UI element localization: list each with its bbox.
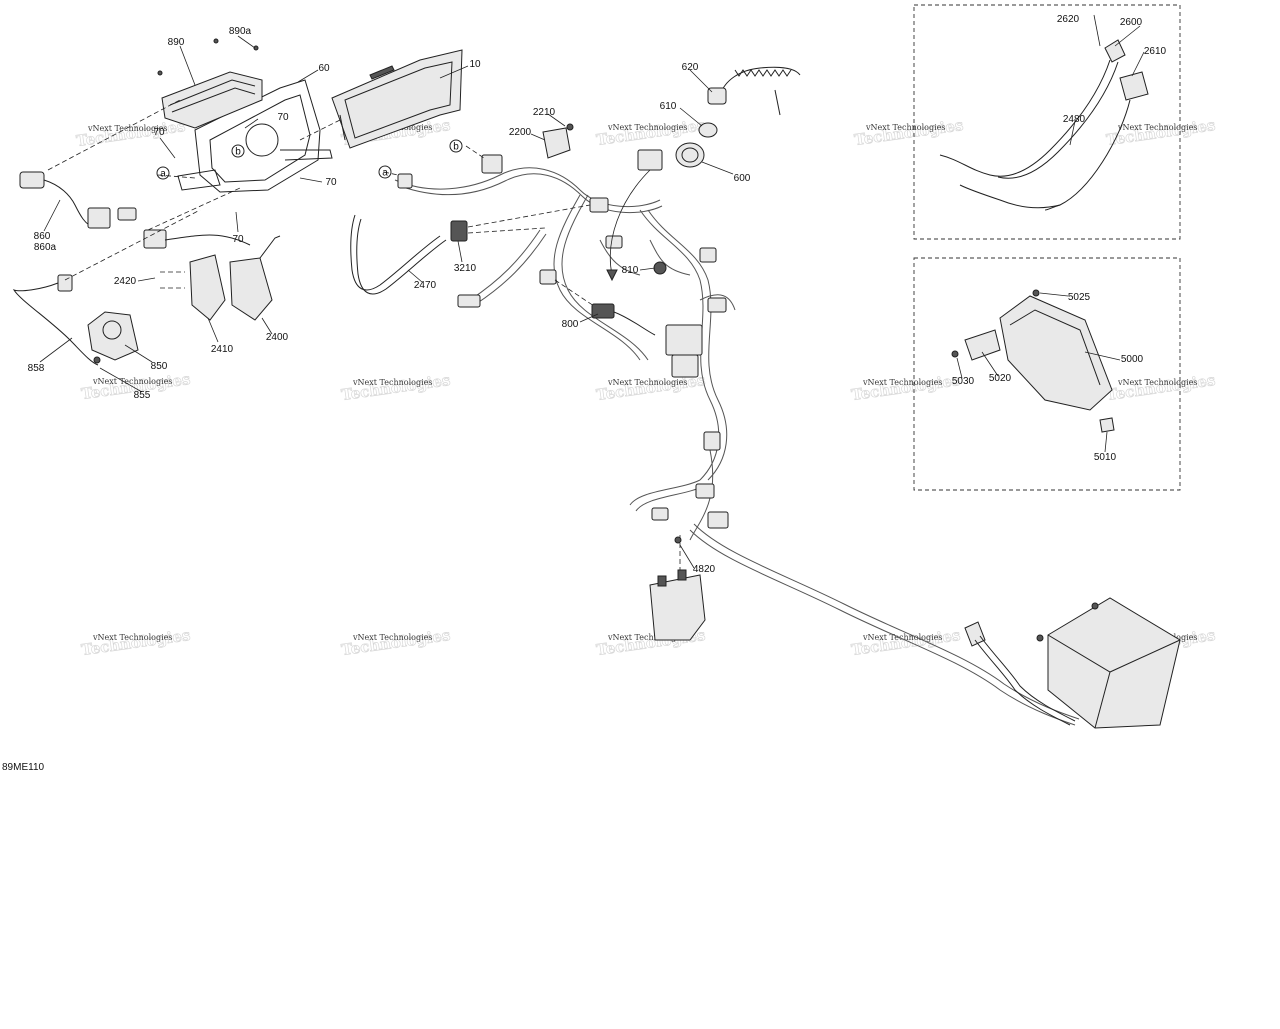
svg-text:Technologies: Technologies — [80, 626, 191, 659]
callout-855: 855 — [134, 390, 151, 401]
svg-text:Technologies: Technologies — [340, 626, 451, 659]
svg-text:Technologies: Technologies — [850, 626, 961, 659]
callout-10: 10 — [469, 59, 481, 70]
drawing-code: 89ME110 — [2, 762, 45, 773]
cluster-housing-part — [177, 79, 333, 193]
callout-5025: 5025 — [1068, 292, 1091, 303]
svg-text:vNext Technologies: vNext Technologies — [92, 633, 172, 642]
svg-text:vNext Technologies: vNext Technologies — [1117, 123, 1197, 132]
callout-70: 70 — [277, 112, 289, 123]
svg-text:Technologies: Technologies — [853, 116, 964, 149]
svg-text:vNext Technologies: vNext Technologies — [607, 633, 687, 642]
callout-4820: 4820 — [693, 564, 716, 575]
svg-text:a: a — [160, 169, 166, 180]
harness-connectors — [397, 149, 729, 529]
callout-70: 70 — [232, 234, 244, 245]
callout-leaders — [39, 25, 1145, 569]
callout-890a: 890a — [229, 26, 252, 37]
inset-box-switch — [913, 4, 1181, 240]
svg-text:vNext Technologies: vNext Technologies — [352, 633, 432, 642]
callout-5010: 5010 — [1094, 452, 1117, 463]
inset-box-module — [913, 257, 1181, 491]
svg-text:Technologies: Technologies — [1105, 116, 1216, 149]
assembly-dashed-lines — [47, 99, 681, 580]
svg-text:vNext Technologies: vNext Technologies — [862, 378, 942, 387]
svg-text:vNext Technologies: vNext Technologies — [1117, 378, 1197, 387]
callout-5020: 5020 — [989, 373, 1012, 384]
svg-text:vNext Technologies: vNext Technologies — [352, 378, 432, 387]
ref-marker-b: b — [231, 144, 245, 158]
ref-marker-a: a — [156, 166, 170, 180]
svg-text:Technologies: Technologies — [340, 371, 451, 404]
callout-620: 620 — [682, 62, 699, 73]
callout-5000: 5000 — [1121, 354, 1144, 365]
svg-text:vNext Technologies: vNext Technologies — [92, 377, 172, 386]
callout-3210: 3210 — [454, 263, 477, 274]
callout-850: 850 — [151, 361, 168, 372]
svg-text:vNext Technologies: vNext Technologies — [607, 123, 687, 132]
callout-2620: 2620 — [1057, 14, 1080, 25]
svg-text:b: b — [453, 142, 459, 153]
inset-module-parts — [951, 289, 1115, 433]
callout-70: 70 — [325, 177, 337, 188]
svg-text:b: b — [235, 147, 241, 158]
callout-858: 858 — [28, 363, 45, 374]
callout-70: 70 — [153, 127, 165, 138]
callout-2600: 2600 — [1120, 17, 1143, 28]
center-parts — [350, 66, 1181, 729]
callout-labels: 890 890a 60 10 70 70 70 70 860 860a 2420… — [28, 14, 1167, 575]
ref-marker-a: a — [378, 165, 392, 179]
svg-text:Technologies: Technologies — [1105, 371, 1216, 404]
callout-60: 60 — [318, 63, 330, 74]
callout-2610: 2610 — [1144, 46, 1167, 57]
callout-610: 610 — [660, 101, 677, 112]
left-switch-parts — [12, 171, 281, 366]
instrument-cluster-part — [331, 49, 463, 149]
callout-810: 810 — [622, 265, 639, 276]
callout-2420: 2420 — [114, 276, 137, 287]
svg-text:vNext Technologies: vNext Technologies — [607, 378, 687, 387]
callout-2480: 2480 — [1063, 114, 1086, 125]
svg-text:vNext Technologies: vNext Technologies — [862, 633, 942, 642]
svg-text:a: a — [382, 168, 388, 179]
callout-860: 860 — [34, 231, 51, 242]
callout-800: 800 — [562, 319, 579, 330]
callout-2410: 2410 — [211, 344, 234, 355]
callout-860a: 860a — [34, 242, 57, 253]
svg-text:Technologies: Technologies — [850, 371, 961, 404]
callout-2470: 2470 — [414, 280, 437, 291]
svg-text:vNext Technologies: vNext Technologies — [865, 123, 945, 132]
inset-switch-parts — [939, 14, 1149, 211]
callout-2210: 2210 — [533, 107, 556, 118]
ref-marker-b: b — [449, 139, 463, 153]
callout-2400: 2400 — [266, 332, 289, 343]
visor-part — [157, 38, 263, 129]
ref-markers: b a a b — [156, 139, 463, 180]
callout-2200: 2200 — [509, 127, 532, 138]
svg-text:Technologies: Technologies — [75, 117, 186, 150]
svg-text:vNext Technologies: vNext Technologies — [87, 124, 167, 133]
callout-5030: 5030 — [952, 376, 975, 387]
callout-600: 600 — [734, 173, 751, 184]
callout-890: 890 — [168, 37, 185, 48]
